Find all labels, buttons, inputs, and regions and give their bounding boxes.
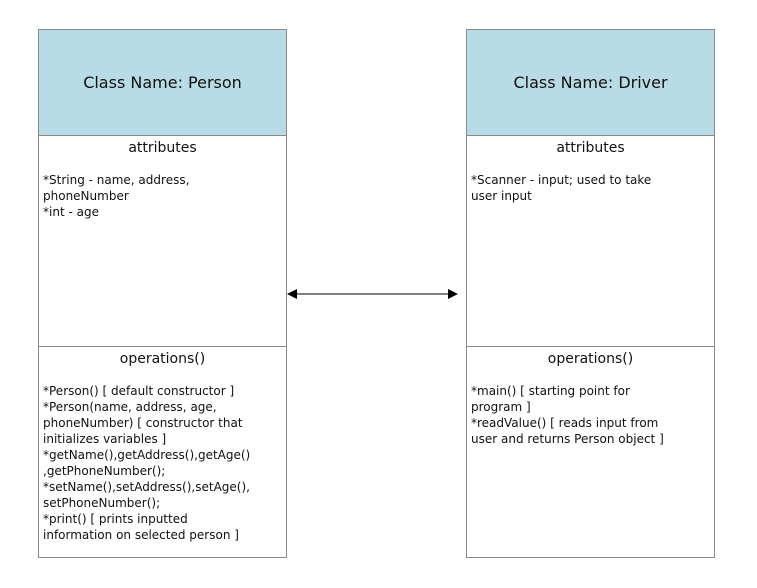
driver-class-header: Class Name: Driver xyxy=(467,30,714,136)
person-class-title: Class Name: Person xyxy=(83,73,242,92)
arrowhead-left-icon xyxy=(287,289,297,299)
person-class-box[interactable]: Class Name: Person attributes *String - … xyxy=(38,29,287,558)
person-operations-section: operations() *Person() [ default constru… xyxy=(39,347,286,557)
person-attributes-section: attributes *String - name, address, phon… xyxy=(39,136,286,347)
driver-operations-title: operations() xyxy=(547,351,634,367)
driver-operations-section: operations() *main() [ starting point fo… xyxy=(467,347,714,557)
driver-attributes-section: attributes *Scanner - input; used to tak… xyxy=(467,136,714,347)
driver-operations-body: *main() [ starting point for program ] *… xyxy=(471,384,664,446)
person-operations-title: operations() xyxy=(119,351,206,367)
person-attributes-title: attributes xyxy=(128,140,197,156)
person-class-header: Class Name: Person xyxy=(39,30,286,136)
person-operations-body: *Person() [ default constructor ] *Perso… xyxy=(43,384,251,542)
driver-class-title: Class Name: Driver xyxy=(513,73,668,92)
driver-attributes-body: *Scanner - input; used to take user inpu… xyxy=(471,173,652,203)
arrowhead-right-icon xyxy=(448,289,458,299)
driver-class-box[interactable]: Class Name: Driver attributes *Scanner -… xyxy=(466,29,715,558)
driver-attributes-title: attributes xyxy=(556,140,625,156)
person-attributes-body: *String - name, address, phoneNumber *in… xyxy=(43,173,190,219)
